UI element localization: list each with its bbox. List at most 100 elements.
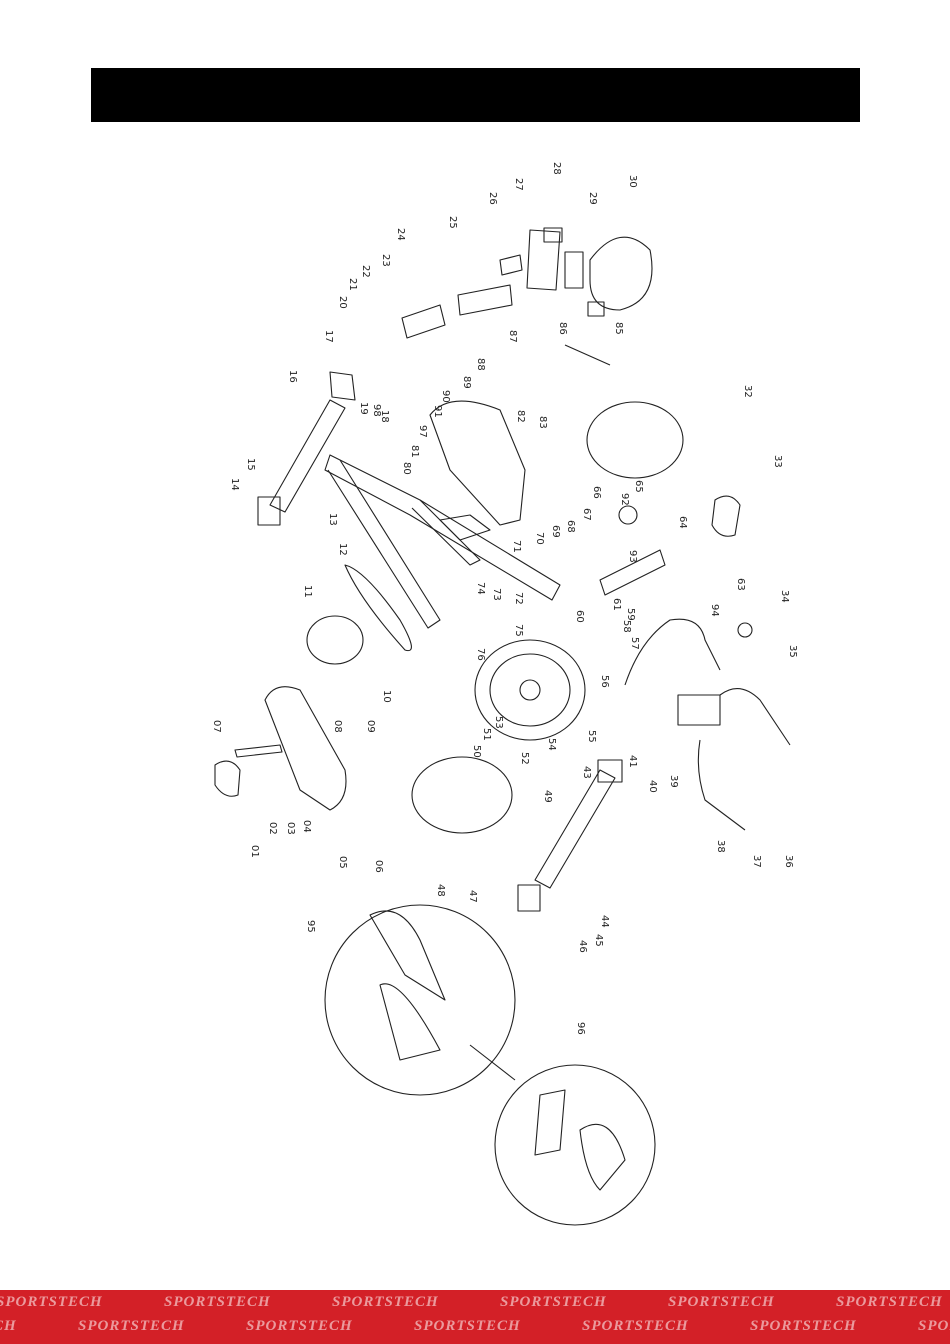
part-label: 64: [677, 516, 688, 529]
part-label: 23: [380, 254, 391, 267]
detail-connector: [469, 1044, 516, 1081]
part-label: 22: [360, 265, 371, 278]
part-label: 60: [574, 610, 585, 623]
detail-circle-96: [494, 1064, 656, 1226]
part-label: 30: [627, 175, 638, 188]
seat-adapter: [564, 251, 584, 289]
diagram-lines: [214, 227, 791, 1226]
pulley: [306, 615, 364, 665]
part-label: 27: [513, 178, 524, 191]
crank-arm: [234, 744, 283, 758]
part-label: 86: [557, 322, 568, 335]
part-label: 88: [475, 358, 486, 371]
flywheel-hub: [519, 679, 541, 701]
part-label: 13: [327, 513, 338, 526]
part-label: 58: [621, 620, 632, 633]
footer-brand-text: SPORTSTECH: [750, 1318, 857, 1334]
part-label: 01: [249, 845, 260, 858]
part-label: 96: [575, 1022, 586, 1035]
detail-part-b: [379, 983, 441, 1061]
handlebar-lower: [697, 739, 746, 831]
part-label: 56: [599, 675, 610, 688]
flywheel-outer: [474, 639, 586, 741]
footer-brand-text: SPORTSTECH: [0, 1294, 103, 1310]
part-label: 81: [409, 445, 420, 458]
frame-bracket: [439, 514, 491, 541]
part-label: 66: [591, 486, 602, 499]
part-label: 16: [287, 370, 298, 383]
part-label: 08: [332, 720, 343, 733]
rear-stabilizer: [269, 399, 346, 513]
part-label: 24: [395, 228, 406, 241]
part-label: 20: [337, 296, 348, 309]
part-label: 83: [537, 416, 548, 429]
part-label: 11: [302, 585, 313, 598]
footer-brand-text: SPORTSTECH: [246, 1318, 353, 1334]
footer-brand-text: SPORTSTECH: [668, 1294, 775, 1310]
part-label: 15: [245, 458, 256, 471]
header-bar: [91, 68, 860, 122]
part-label: 91: [432, 405, 443, 418]
handlebar-stem: [599, 549, 666, 596]
part-label: 98: [371, 404, 382, 417]
part-label: 07: [211, 720, 222, 733]
part-label: 06: [373, 860, 384, 873]
part-label: 71: [511, 540, 522, 553]
front-stabilizer-cap: [597, 759, 623, 783]
part-label: 72: [513, 592, 524, 605]
part-label: 87: [507, 330, 518, 343]
part-label: 55: [586, 730, 597, 743]
seat-slider: [457, 284, 513, 316]
footer-brand-text: SPORTSTECH: [414, 1318, 521, 1334]
frame-brace: [411, 499, 481, 566]
rear-housing: [429, 400, 526, 526]
part-label: 50: [471, 745, 482, 758]
part-label: 18: [379, 410, 390, 423]
part-label: 46: [577, 940, 588, 953]
footer-brand-text: SPORTSTECH: [500, 1294, 607, 1310]
part-label: 51: [481, 728, 492, 741]
footer-brand-text: SPORTSTECH: [164, 1294, 271, 1310]
part-label: 32: [742, 385, 753, 398]
part-label: 37: [751, 855, 762, 868]
part-label: 82: [515, 410, 526, 423]
part-label: 80: [401, 462, 412, 475]
part-label: 29: [587, 192, 598, 205]
detail-part-d: [579, 1123, 626, 1191]
stabilizer-cap: [329, 371, 356, 401]
part-label: 85: [613, 322, 624, 335]
part-label: 14: [229, 478, 240, 491]
footer-banner: SPORTSTECH SPORTSTECH SPORTSTECH SPORTSTECH…: [0, 1290, 950, 1344]
part-label: 54: [546, 738, 557, 751]
part-label: 17: [323, 330, 334, 343]
detail-part-a: [369, 910, 446, 1001]
part-label: 47: [467, 890, 478, 903]
part-label: 61: [611, 598, 622, 611]
footer-brand-text: SPORTSTECH: [0, 1318, 17, 1334]
part-label: 03: [285, 822, 296, 835]
bolt-34: [737, 622, 753, 638]
part-label: 65: [633, 480, 644, 493]
part-label: 05: [337, 856, 348, 869]
handlebar-upper: [624, 618, 721, 686]
part-label: 90: [440, 390, 451, 403]
part-label: 19: [358, 402, 369, 415]
part-label: 45: [593, 934, 604, 947]
detail-part-c: [534, 1089, 566, 1156]
part-label: 26: [487, 192, 498, 205]
part-label: 09: [365, 720, 376, 733]
part-label: 33: [772, 455, 783, 468]
footer-brand-row: SPORTSTECH SPORTSTECH SPORTSTECH SPORTSTECH…: [0, 1294, 950, 1311]
part-label: 95: [305, 920, 316, 933]
seat-rail: [526, 229, 561, 291]
part-label: 04: [301, 820, 312, 833]
handlebar-right: [719, 688, 791, 746]
chain-guard: [264, 686, 347, 811]
part-label: 39: [668, 775, 679, 788]
part-label: 70: [534, 532, 545, 545]
part-label: 49: [542, 790, 553, 803]
part-label: 69: [550, 525, 561, 538]
part-label: 97: [417, 425, 428, 438]
